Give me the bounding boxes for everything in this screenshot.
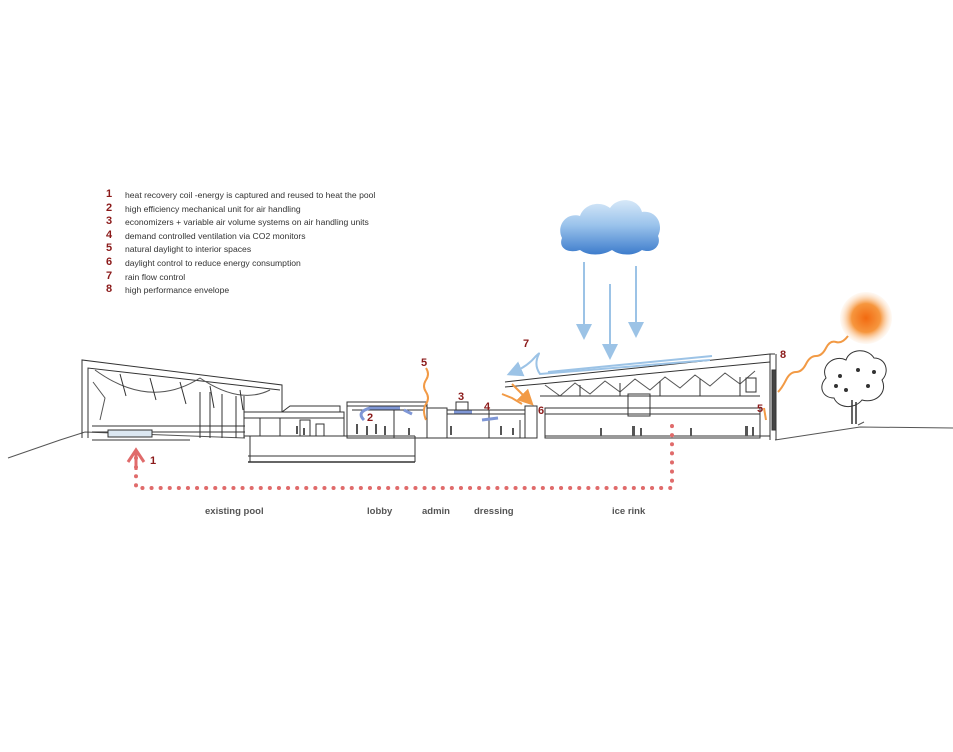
legend-item: 4 demand controlled ventilation via CO2 m… bbox=[106, 229, 426, 243]
rain-arrows bbox=[506, 262, 713, 377]
heat-recovery-loop bbox=[126, 420, 674, 490]
legend-number: 8 bbox=[106, 283, 113, 296]
legend-number: 2 bbox=[106, 201, 113, 214]
marker-4: 4 bbox=[484, 401, 491, 413]
marker-8: 8 bbox=[780, 349, 786, 361]
legend: 1 heat recovery coil -energy is captured … bbox=[106, 188, 426, 297]
sun-icon bbox=[840, 292, 892, 344]
pool-building bbox=[81, 359, 283, 441]
daylight-rays bbox=[423, 335, 849, 421]
marker-3: 3 bbox=[458, 391, 464, 403]
legend-item: 3 economizers + variable air volume syste… bbox=[106, 215, 426, 229]
legend-number: 5 bbox=[106, 242, 113, 255]
marker-2: 2 bbox=[367, 412, 373, 424]
legend-item: 1 heat recovery coil -energy is captured … bbox=[106, 188, 426, 202]
ice-rink-building bbox=[504, 353, 777, 440]
legend-text: rain flow control bbox=[125, 271, 186, 282]
people-figures bbox=[296, 424, 754, 436]
middle-block bbox=[243, 405, 416, 463]
label-admin: admin bbox=[422, 506, 450, 517]
lobby-admin-block bbox=[346, 401, 538, 439]
legend-number: 6 bbox=[106, 255, 113, 268]
ground-line bbox=[7, 421, 953, 459]
legend-item: 8 high performance envelope bbox=[106, 283, 426, 297]
marker-7: 7 bbox=[523, 338, 529, 350]
legend-item: 7 rain flow control bbox=[106, 270, 426, 284]
legend-number: 3 bbox=[106, 215, 113, 228]
legend-number: 4 bbox=[106, 228, 113, 241]
legend-text: demand controlled ventilation via CO2 mo… bbox=[125, 230, 306, 241]
legend-text: natural daylight to interior spaces bbox=[125, 244, 252, 255]
legend-item: 6 daylight control to reduce energy consu… bbox=[106, 256, 426, 270]
legend-number: 1 bbox=[106, 188, 113, 200]
tree-icon bbox=[821, 350, 887, 424]
marker-6: 6 bbox=[538, 405, 544, 417]
legend-text: high performance envelope bbox=[125, 285, 230, 296]
legend-text: daylight control to reduce energy consum… bbox=[125, 257, 301, 268]
label-lobby: lobby bbox=[367, 506, 393, 517]
legend-text: high efficiency mechanical unit for air … bbox=[125, 203, 301, 214]
label-ice-rink: ice rink bbox=[612, 506, 646, 517]
legend-item: 2 high efficiency mechanical unit for air… bbox=[106, 202, 426, 216]
legend-text: economizers + variable air volume system… bbox=[125, 217, 369, 228]
label-dressing: dressing bbox=[474, 506, 514, 517]
legend-item: 5 natural daylight to interior spaces bbox=[106, 242, 426, 256]
marker-5-daylight: 5 bbox=[421, 357, 427, 369]
cloud-icon bbox=[560, 200, 661, 255]
label-existing-pool: existing pool bbox=[205, 506, 264, 517]
marker-5-rink: 5 bbox=[757, 403, 763, 415]
legend-number: 7 bbox=[106, 269, 113, 282]
air-flow-arrows bbox=[359, 406, 499, 422]
legend-text: heat recovery coil -energy is captured a… bbox=[125, 190, 376, 200]
marker-1: 1 bbox=[150, 455, 156, 467]
